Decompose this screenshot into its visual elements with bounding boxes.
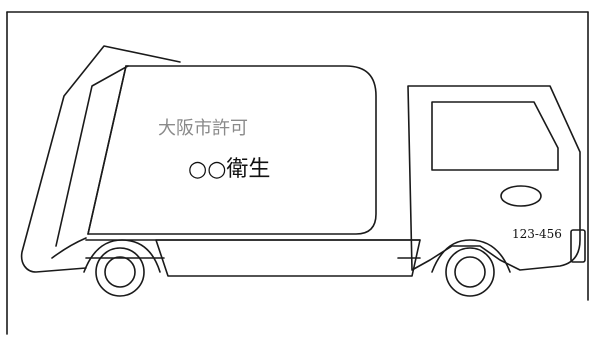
cargo-body — [87, 65, 377, 235]
rear-wheel — [83, 239, 161, 297]
front-wheel — [431, 239, 511, 297]
cargo-rear-wall — [87, 65, 127, 235]
plate-number: 123-456 — [512, 227, 562, 241]
side-skirt — [155, 239, 421, 277]
hopper-inner-edge — [55, 65, 129, 247]
headlight — [570, 229, 586, 263]
cab — [407, 85, 581, 271]
company-name: ○○衛生 — [188, 157, 270, 182]
door-handle — [500, 185, 542, 207]
cab-window — [431, 101, 559, 171]
page-frame — [6, 11, 589, 335]
permit-label: 大阪市許可 — [158, 118, 248, 139]
hopper-lower-edge — [51, 237, 87, 259]
rear-hopper — [20, 45, 181, 273]
